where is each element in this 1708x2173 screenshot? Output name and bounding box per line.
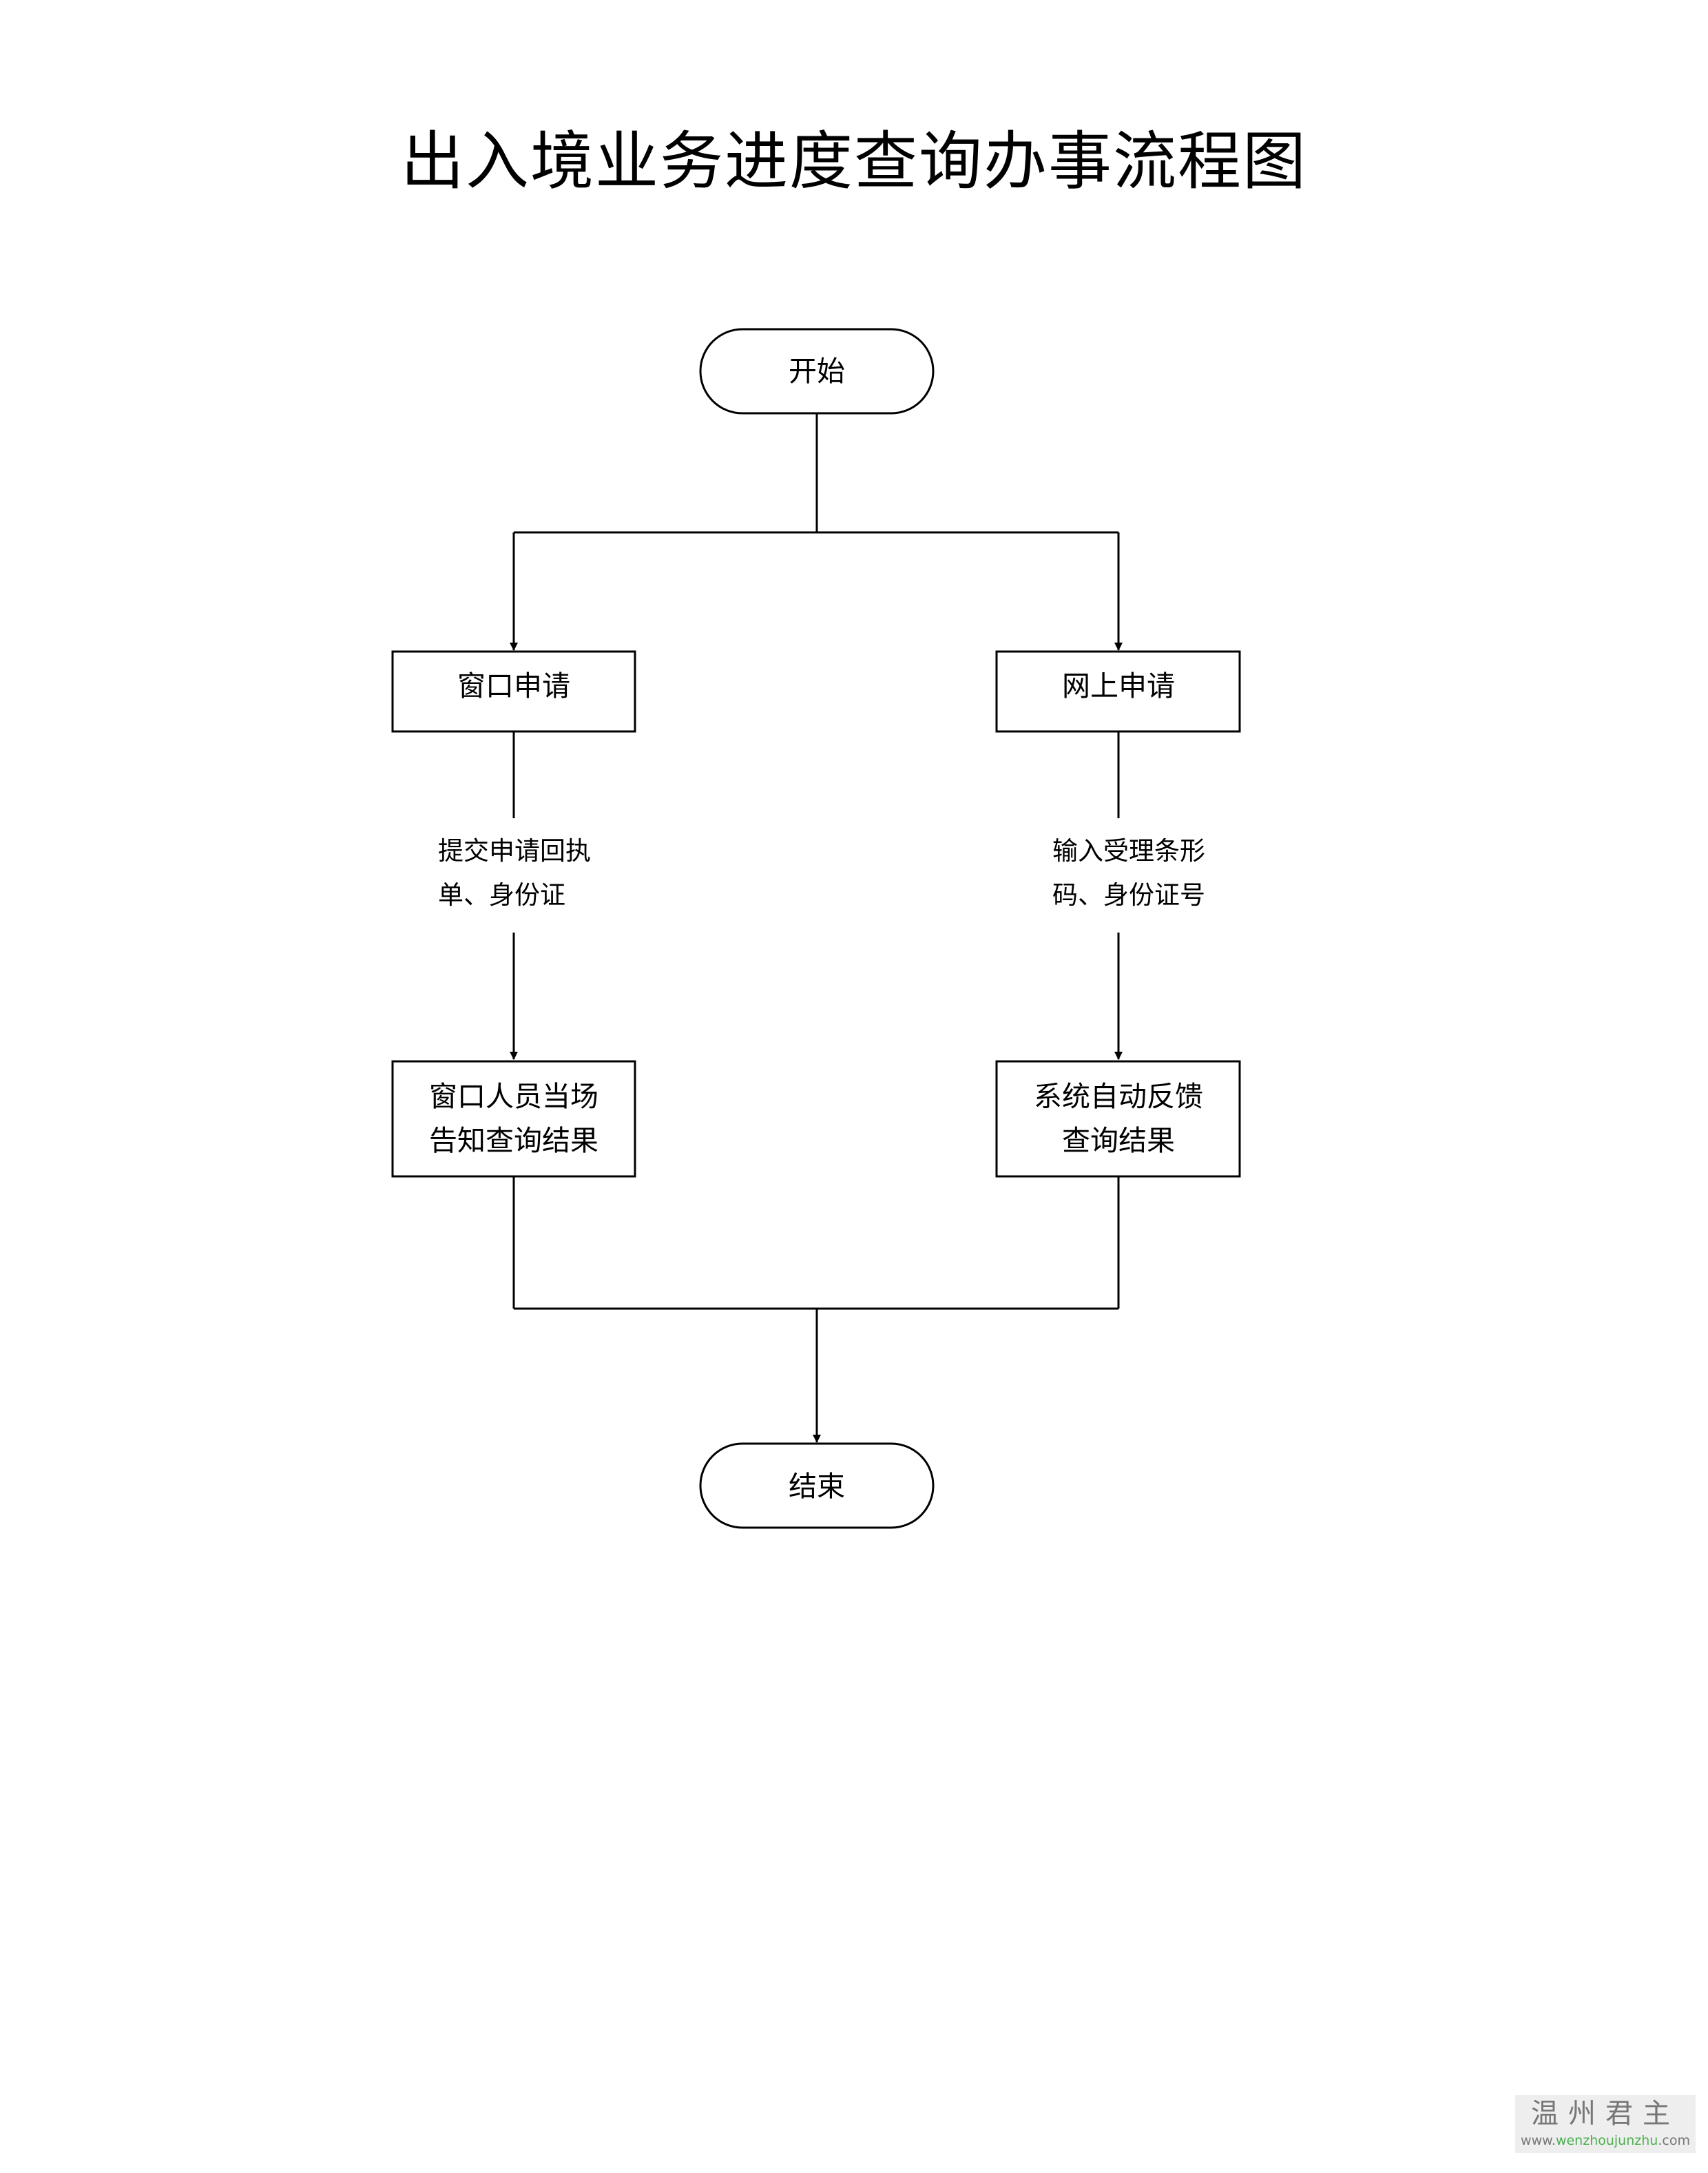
start-label: 开始 <box>789 355 845 388</box>
site-watermark: 温州君主 www.wenzhoujunzhu.com <box>1515 2095 1696 2153</box>
online-apply-label: 网上申请 <box>1062 669 1175 703</box>
watermark-url-prefix: www. <box>1521 2133 1556 2148</box>
end-label: 结束 <box>789 1470 845 1503</box>
window-result-label-line1: 窗口人员当场 <box>429 1080 598 1113</box>
system-result-box <box>995 1060 1241 1178</box>
window-apply-label: 窗口申请 <box>457 669 570 703</box>
watermark-name: 温州君主 <box>1531 2098 1680 2130</box>
watermark-url: www.wenzhoujunzhu.com <box>1515 2132 1696 2149</box>
online-input-label-line2: 码、身份证号 <box>1052 880 1205 910</box>
online-input-label-line1: 输入受理条形 <box>1052 836 1205 866</box>
window-submit-label-line2: 单、身份证 <box>438 880 565 910</box>
end-terminal <box>699 1442 935 1529</box>
system-result-label-line2: 查询结果 <box>1062 1124 1175 1157</box>
window-result-label-line2: 告知查询结果 <box>429 1124 598 1157</box>
online-apply-box <box>995 650 1241 733</box>
window-apply-box <box>391 650 636 733</box>
page-title: 出入境业务进度查询办事流程图 <box>400 125 1307 198</box>
window-submit-label-line1: 提交申请回执 <box>438 836 591 866</box>
watermark-url-highlight: wenzhoujunzhu <box>1555 2133 1658 2148</box>
watermark-url-suffix: .com <box>1658 2133 1690 2148</box>
system-result-label-line1: 系统自动反馈 <box>1034 1080 1203 1113</box>
window-result-box <box>391 1060 636 1178</box>
